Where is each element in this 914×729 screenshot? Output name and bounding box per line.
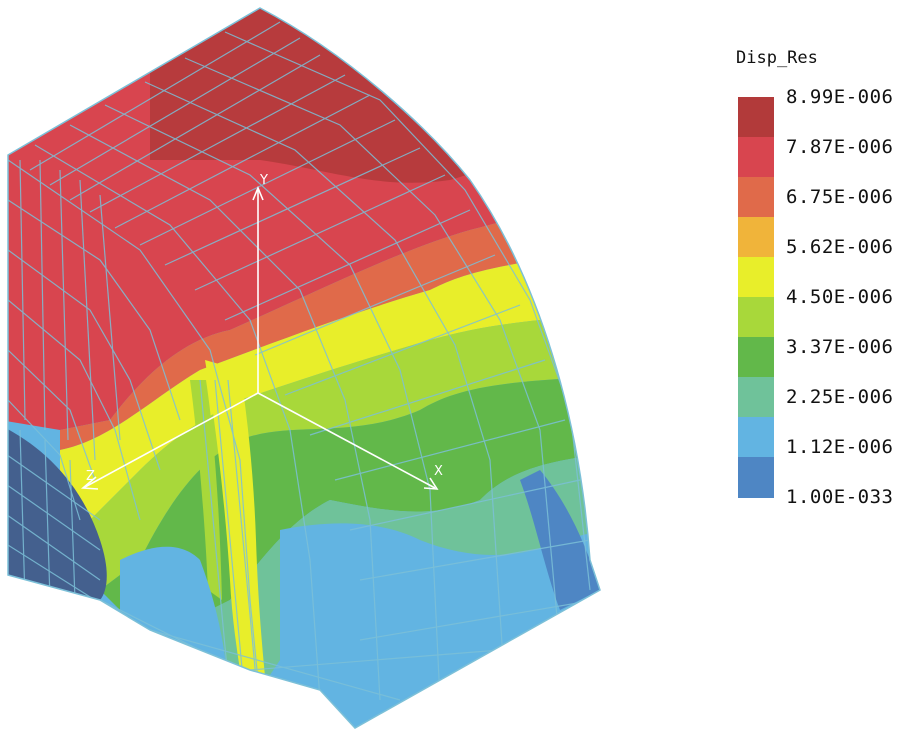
legend-label: 8.99E-006 [786, 86, 894, 108]
z-axis-label: Z [86, 469, 95, 484]
legend-swatch [738, 137, 774, 178]
legend-title: Disp_Res [736, 48, 818, 68]
y-axis-label: Y [259, 173, 268, 188]
mesh-grid [8, 8, 596, 728]
legend-swatch [738, 337, 774, 378]
model-outline [7, 7, 601, 729]
legend-swatch [738, 297, 774, 338]
legend-label: 6.75E-006 [786, 186, 894, 208]
y-axis-arrow [252, 185, 264, 201]
legend-swatch [738, 177, 774, 218]
legend-label: 1.12E-006 [786, 436, 894, 458]
legend-label: 4.50E-006 [786, 286, 894, 308]
legend-label: 5.62E-006 [786, 236, 894, 258]
legend-swatch [738, 377, 774, 418]
x-axis-line [257, 392, 436, 489]
legend-label: 3.37E-006 [786, 336, 894, 358]
z-axis-line [84, 392, 259, 488]
legend-label: 1.00E-033 [786, 486, 894, 508]
legend-swatch [738, 457, 774, 498]
color-scale-bar [738, 97, 774, 498]
coordinate-triad [80, 185, 439, 490]
legend-swatch [738, 217, 774, 258]
legend-swatch [738, 257, 774, 298]
legend-swatch [738, 97, 774, 138]
x-axis-arrow [423, 477, 439, 490]
x-axis-label: X [434, 464, 443, 479]
z-axis-arrow [80, 476, 99, 490]
legend-label: 2.25E-006 [786, 386, 894, 408]
legend-label: 7.87E-006 [786, 136, 894, 158]
legend-swatch [738, 417, 774, 458]
